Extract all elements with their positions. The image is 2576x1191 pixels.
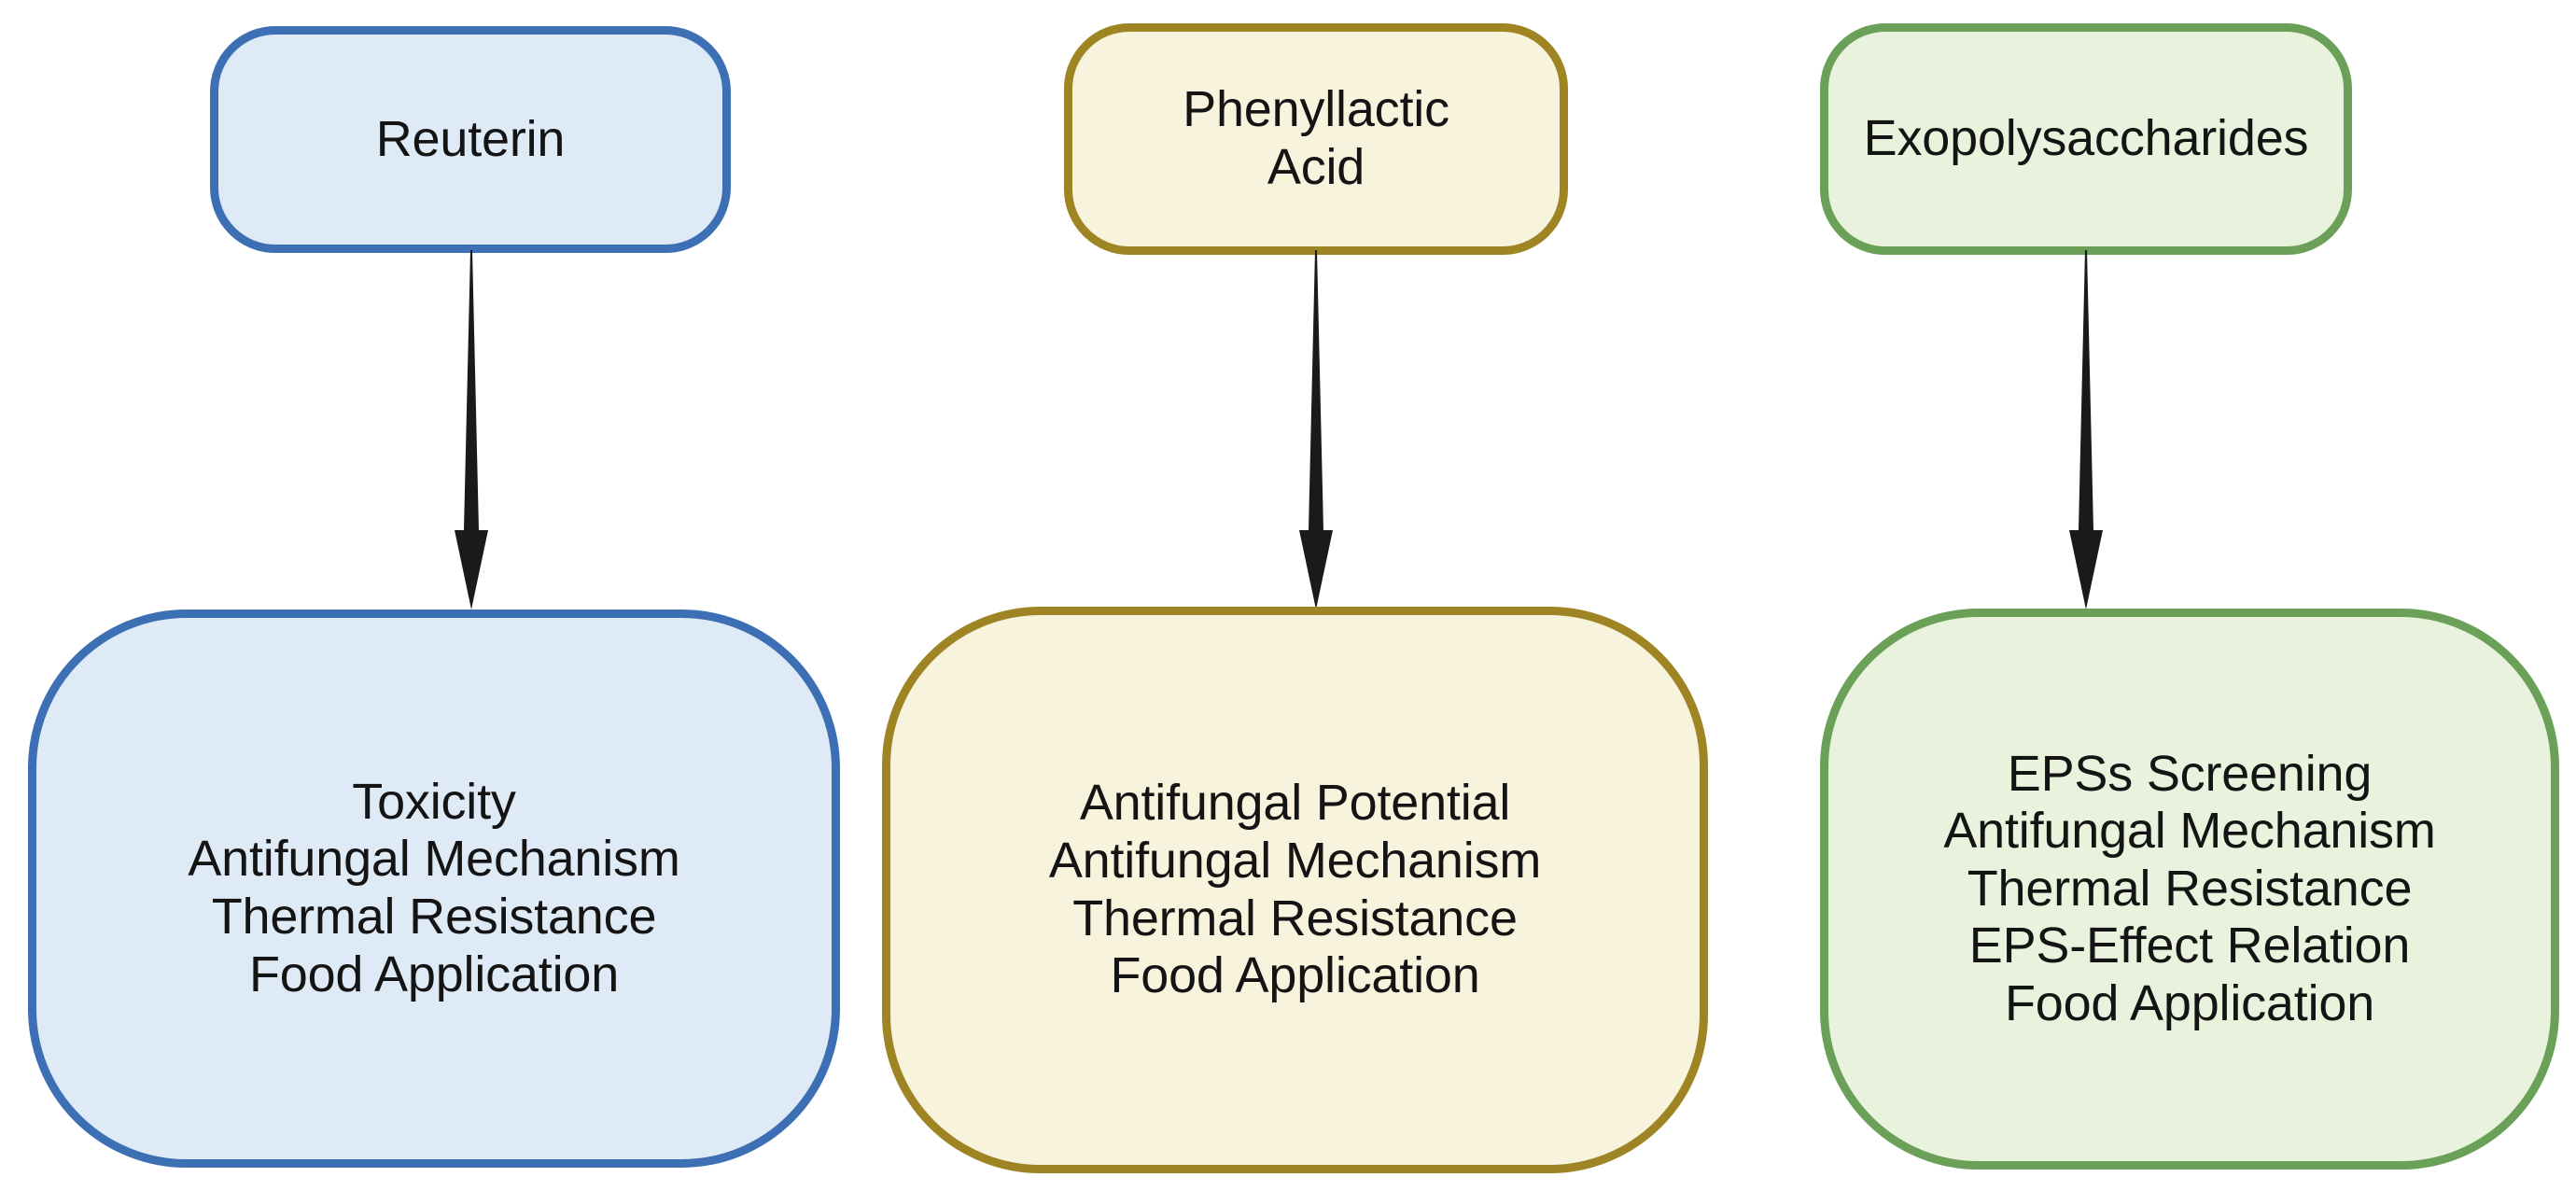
node-exopolysaccharides-label: Exopolysaccharides bbox=[1863, 110, 2309, 167]
down-arrow-icon bbox=[1299, 250, 1333, 610]
node-exopolysaccharides-topics-label: EPSs Screening Antifungal Mechanism Ther… bbox=[1943, 745, 2436, 1031]
node-reuterin-topics-label: Toxicity Antifungal Mechanism Thermal Re… bbox=[188, 773, 680, 1002]
node-reuterin[interactable]: Reuterin bbox=[210, 26, 731, 253]
down-arrow-icon bbox=[455, 250, 488, 610]
node-exopolysaccharides[interactable]: Exopolysaccharides bbox=[1820, 23, 2352, 255]
node-phenyllactic-acid[interactable]: Phenyllactic Acid bbox=[1064, 23, 1568, 255]
node-exopolysaccharides-topics[interactable]: EPSs Screening Antifungal Mechanism Ther… bbox=[1820, 609, 2559, 1170]
node-phenyllactic-acid-topics-label: Antifungal Potential Antifungal Mechanis… bbox=[1048, 775, 1542, 1004]
node-phenyllactic-acid-label: Phenyllactic Acid bbox=[1183, 81, 1449, 195]
down-arrow-icon bbox=[2069, 250, 2103, 610]
arrow-reuterin-to-topics bbox=[439, 250, 504, 610]
arrow-phenyllactic-acid-to-topics bbox=[1283, 250, 1349, 610]
node-reuterin-topics[interactable]: Toxicity Antifungal Mechanism Thermal Re… bbox=[28, 610, 840, 1168]
node-reuterin-label: Reuterin bbox=[375, 110, 566, 167]
node-phenyllactic-acid-topics[interactable]: Antifungal Potential Antifungal Mechanis… bbox=[882, 607, 1708, 1173]
arrow-exopolysaccharides-to-topics bbox=[2053, 250, 2119, 610]
